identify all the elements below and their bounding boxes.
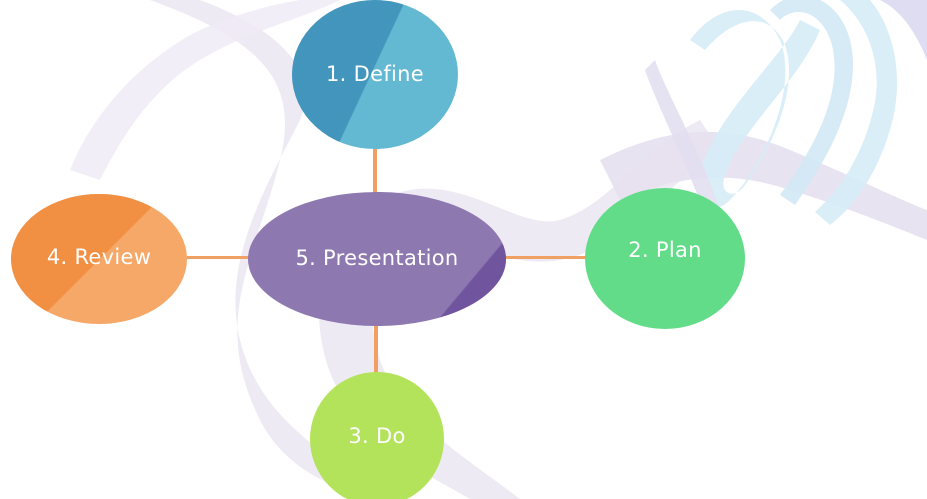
node-define-label: 1. Define <box>326 61 424 86</box>
connector-review-presentation <box>187 256 249 259</box>
node-do: 3. Do <box>310 372 444 499</box>
node-review: 4. Review <box>11 194 187 324</box>
connector-presentation-plan <box>505 256 586 259</box>
connector-do-presentation <box>374 326 378 373</box>
node-presentation-label: 5. Presentation <box>295 245 459 270</box>
node-presentation-shade <box>248 192 506 326</box>
node-do-label: 3. Do <box>348 424 406 448</box>
node-define: 1. Define <box>292 0 458 149</box>
connector-define-presentation <box>373 149 377 193</box>
node-review-shade <box>11 194 187 324</box>
ribbon-blue-coils <box>645 0 927 225</box>
node-plan-label: 2. Plan <box>628 237 702 262</box>
node-plan: 2. Plan <box>585 188 745 329</box>
node-review-label: 4. Review <box>46 244 152 269</box>
node-presentation: 5. Presentation <box>248 192 506 326</box>
ribbon-purple-right <box>600 131 927 240</box>
node-define-shade <box>292 0 458 149</box>
